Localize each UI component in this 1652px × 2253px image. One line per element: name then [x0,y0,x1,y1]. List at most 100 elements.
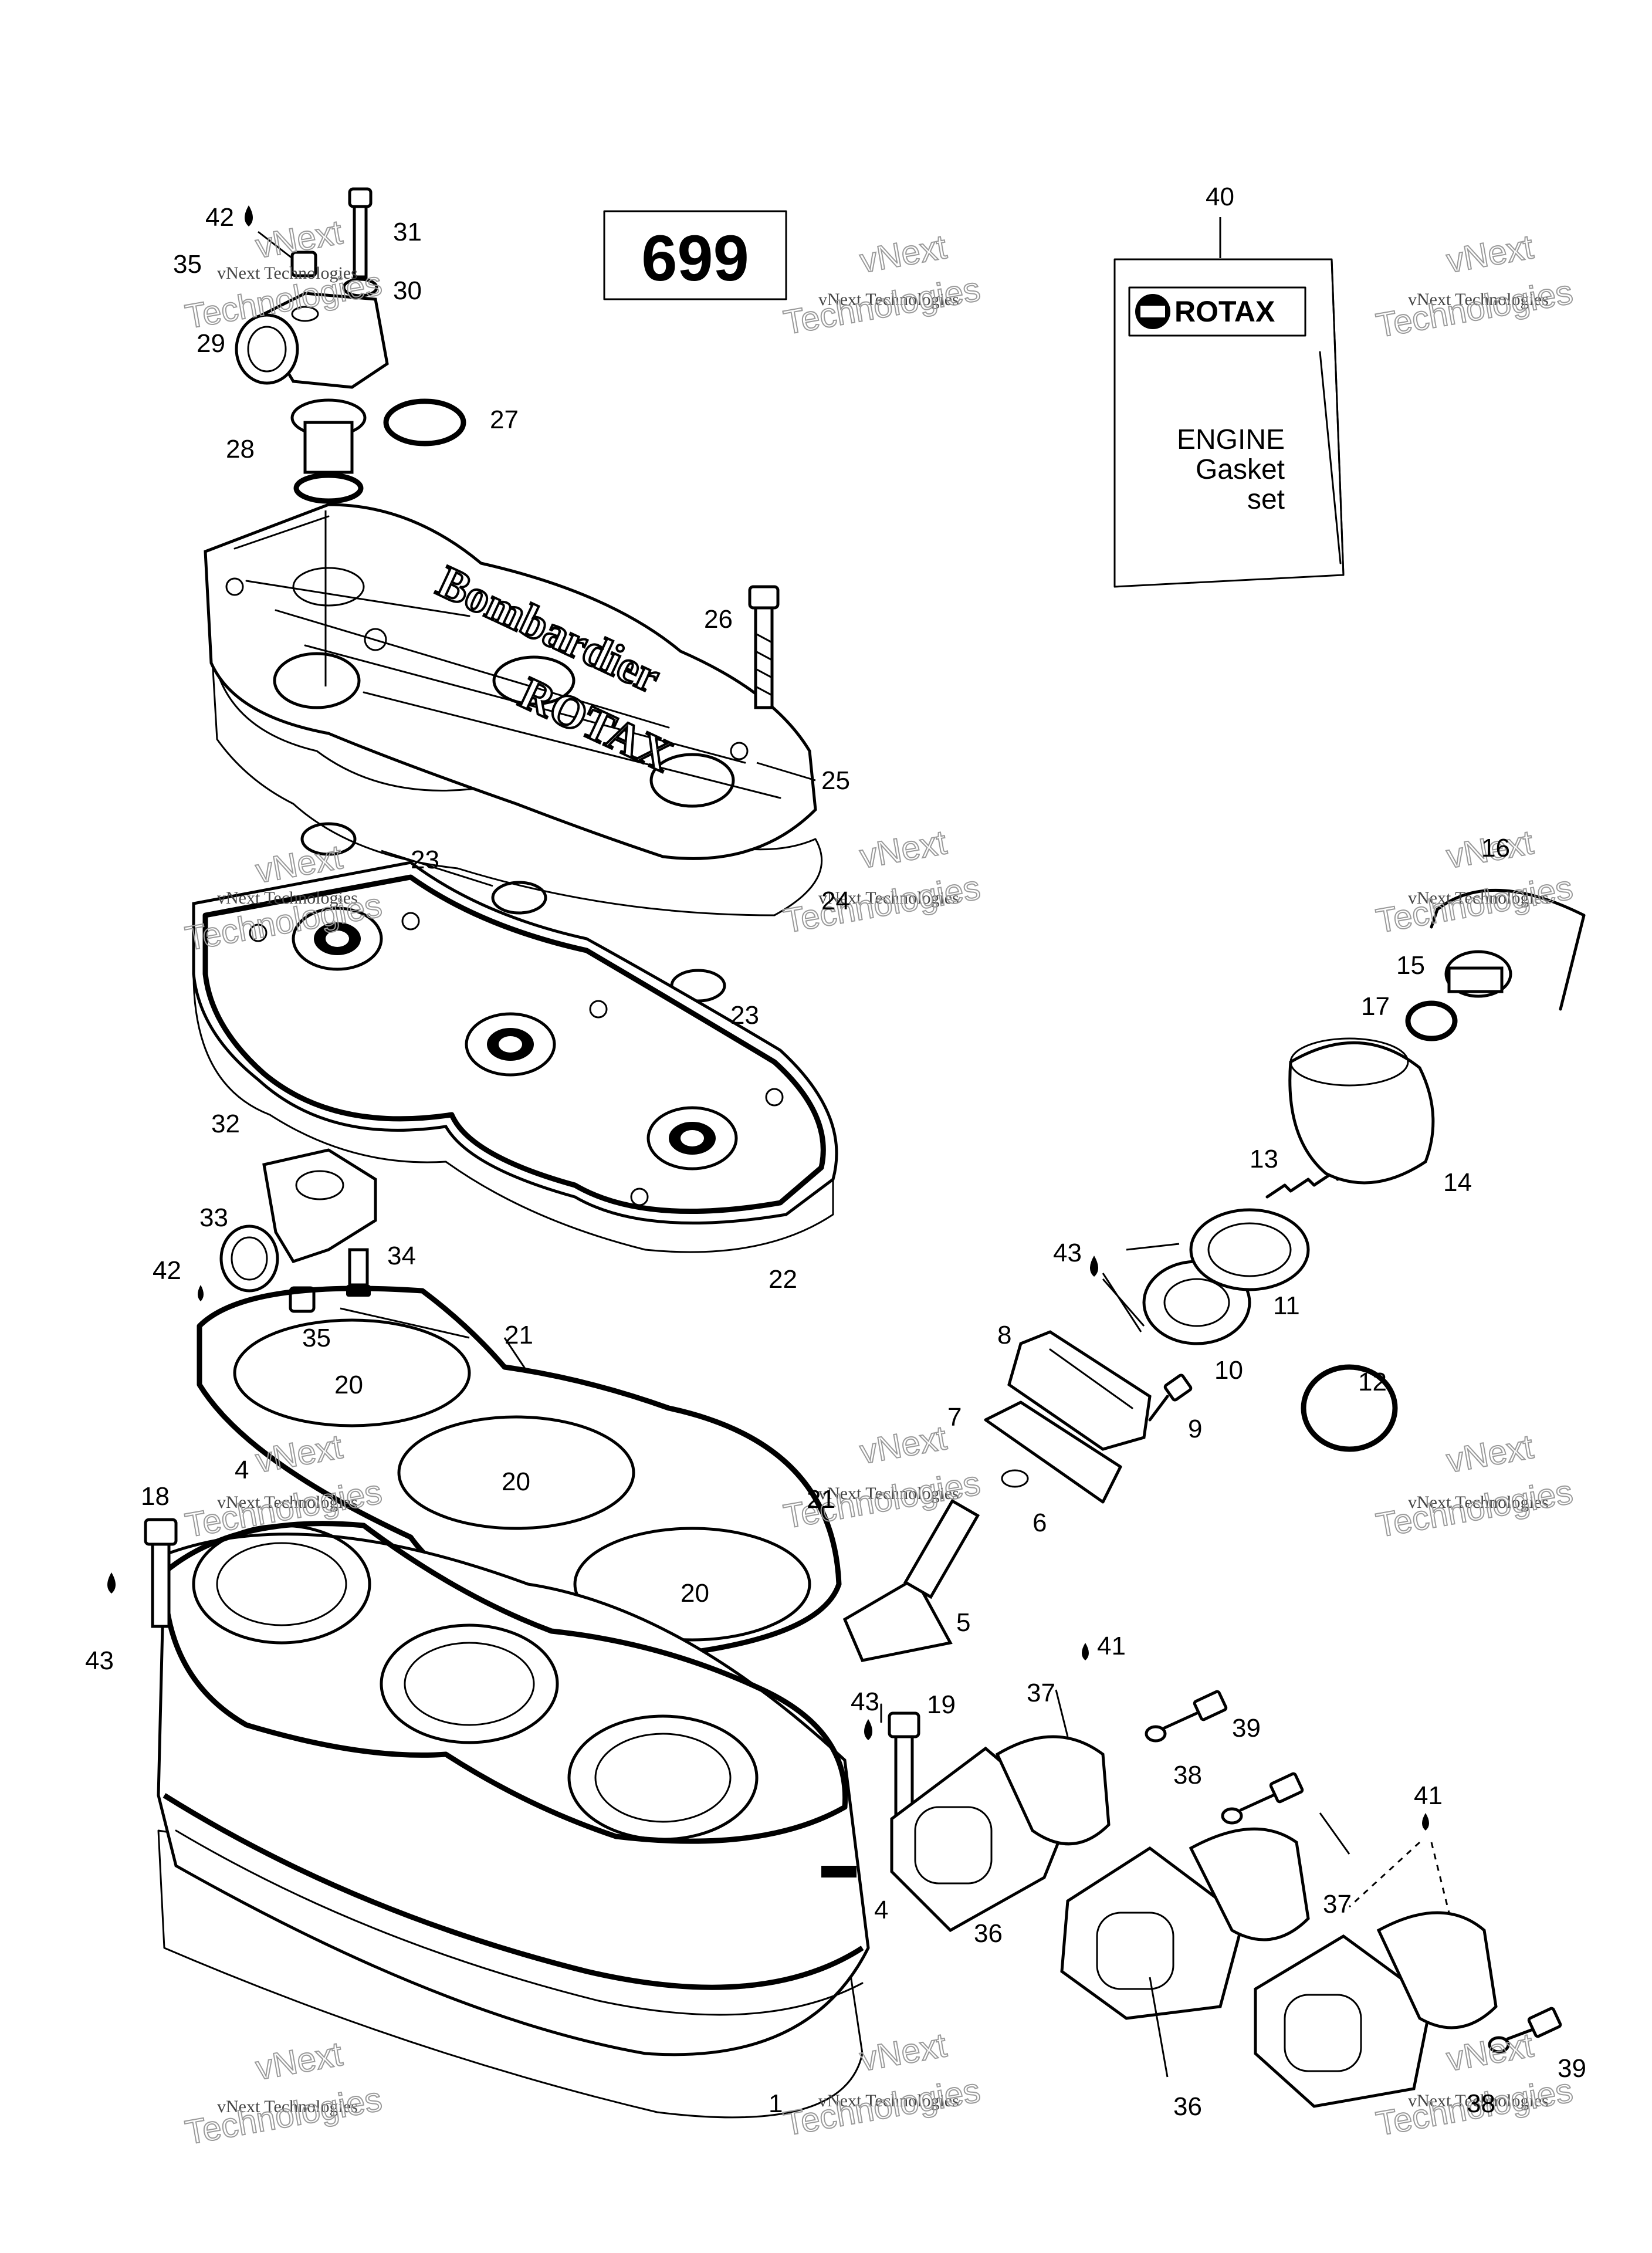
cylinder-head-cover: Bombardier ROTAX [204,503,823,916]
cylinder-block [157,1521,870,2119]
callout-20a: 20 [334,1371,363,1399]
callout-20b: 20 [502,1467,530,1496]
callout-15: 15 [1396,951,1425,980]
exhaust-sleeves-group [890,1643,1562,2108]
svg-text:vNext: vNext [253,1427,345,1480]
gasket-set-manual: ROTAX ENGINE Gasket set [1113,217,1345,588]
callout-16: 16 [1481,834,1510,862]
callout-43c: 43 [1053,1239,1082,1267]
callout-29: 29 [197,329,225,358]
svg-text:vNext Technologies: vNext Technologies [1408,1493,1549,1512]
callout-38a: 38 [1173,1761,1202,1789]
svg-text:Technologies: Technologies [781,868,983,941]
callout-6: 6 [1032,1508,1047,1537]
svg-text:vNext: vNext [857,2026,949,2079]
callout-33: 33 [199,1203,228,1232]
watermark-3: vNext Technologies vNext Technologies [1373,227,1576,346]
svg-text:Technologies: Technologies [1373,868,1576,941]
svg-text:vNext Technologies: vNext Technologies [818,1484,959,1503]
svg-text:vNext Technologies: vNext Technologies [818,888,959,908]
svg-text:vNext Technologies: vNext Technologies [818,290,959,309]
callout-labels: 1 4 4 5 6 7 8 9 10 11 12 13 14 15 16 17 … [85,182,1586,2121]
callout-9: 9 [1188,1415,1202,1443]
callout-20c: 20 [681,1579,709,1608]
callout-24: 24 [821,887,850,915]
callout-31: 31 [393,218,422,246]
head-gaskets [197,1286,842,1657]
manual-line-1: ENGINE [1177,424,1285,455]
callout-32: 32 [211,1109,240,1138]
svg-text:vNext Technologies: vNext Technologies [217,2097,358,2116]
callout-4b: 4 [874,1896,888,1924]
callout-42a: 42 [205,203,234,232]
callout-37a: 37 [1027,1679,1055,1707]
page-number: 699 [641,222,749,295]
svg-text:vNext Technologies: vNext Technologies [217,1493,358,1512]
callout-21a: 21 [505,1321,533,1349]
callout-22: 22 [769,1265,797,1294]
watermark-10: vNext Technologies vNext Technologies [182,2034,385,2153]
svg-text:vNext Technologies: vNext Technologies [217,263,358,283]
callout-43b: 43 [851,1687,879,1716]
exhaust-valve-group [842,888,1586,1662]
callout-39b: 39 [1558,2054,1586,2083]
svg-text:vNext: vNext [1444,1427,1536,1480]
callout-27: 27 [490,405,519,434]
svg-text:Technologies: Technologies [182,2080,385,2152]
svg-text:vNext: vNext [857,1419,949,1471]
svg-text:vNext: vNext [253,213,345,266]
svg-text:Technologies: Technologies [781,2071,983,2143]
callout-39a: 39 [1232,1714,1261,1743]
svg-text:Technologies: Technologies [1373,1473,1576,1545]
callout-11: 11 [1273,1291,1300,1320]
page-number-box: 699 [603,210,787,300]
callout-26: 26 [704,605,733,634]
svg-text:vNext: vNext [857,823,949,876]
watermark-11: vNext Technologies vNext Technologies [780,2025,984,2144]
svg-text:vNext Technologies: vNext Technologies [1408,290,1549,309]
svg-text:Technologies: Technologies [781,270,983,342]
watermark-6: vNext Technologies vNext Technologies [1373,823,1576,941]
svg-text:vNext Technologies: vNext Technologies [1408,2091,1549,2110]
manual-line-3: set [1247,484,1285,515]
callout-28: 28 [226,435,255,464]
callout-43a: 43 [85,1646,114,1675]
svg-text:Technologies: Technologies [1373,273,1576,345]
callout-36a: 36 [974,1919,1003,1948]
thermostat-housing-group [235,187,466,504]
callout-41b: 41 [1414,1781,1443,1810]
svg-text:vNext: vNext [253,2035,345,2088]
leader-lines [340,762,1350,2078]
callout-1: 1 [769,2089,783,2118]
manual-brand: ROTAX [1174,295,1275,328]
callout-13: 13 [1250,1145,1278,1173]
callout-25: 25 [821,766,850,795]
callout-14: 14 [1443,1168,1472,1197]
callout-12: 12 [1358,1368,1387,1396]
callout-17: 17 [1361,992,1390,1021]
callout-36b: 36 [1173,2092,1202,2121]
svg-text:vNext Technologies: vNext Technologies [217,888,358,908]
callout-18: 18 [141,1482,170,1511]
rotax-logo-icon [1135,294,1170,329]
callout-10: 10 [1214,1356,1243,1385]
water-outlet-group [198,1148,377,1313]
callout-34: 34 [387,1241,416,1270]
callout-42b: 42 [153,1256,181,1285]
svg-text:vNext Technologies: vNext Technologies [818,2091,959,2110]
callout-38b: 38 [1467,2089,1495,2118]
watermark-9: vNext Technologies vNext Technologies [1373,1427,1576,1545]
callout-4a: 4 [235,1456,249,1484]
callout-35a: 35 [173,250,202,279]
callout-35b: 35 [302,1324,331,1352]
cylinder-head [192,861,838,1253]
callout-40: 40 [1206,182,1234,211]
callout-41a: 41 [1097,1632,1126,1660]
callout-5: 5 [956,1608,970,1637]
callout-7: 7 [947,1403,962,1432]
callout-23b: 23 [730,1001,759,1030]
svg-text:vNext Technologies: vNext Technologies [1408,888,1549,908]
callout-23a: 23 [411,845,439,874]
svg-text:vNext: vNext [1444,2026,1536,2079]
manual-line-2: Gasket [1196,454,1285,485]
